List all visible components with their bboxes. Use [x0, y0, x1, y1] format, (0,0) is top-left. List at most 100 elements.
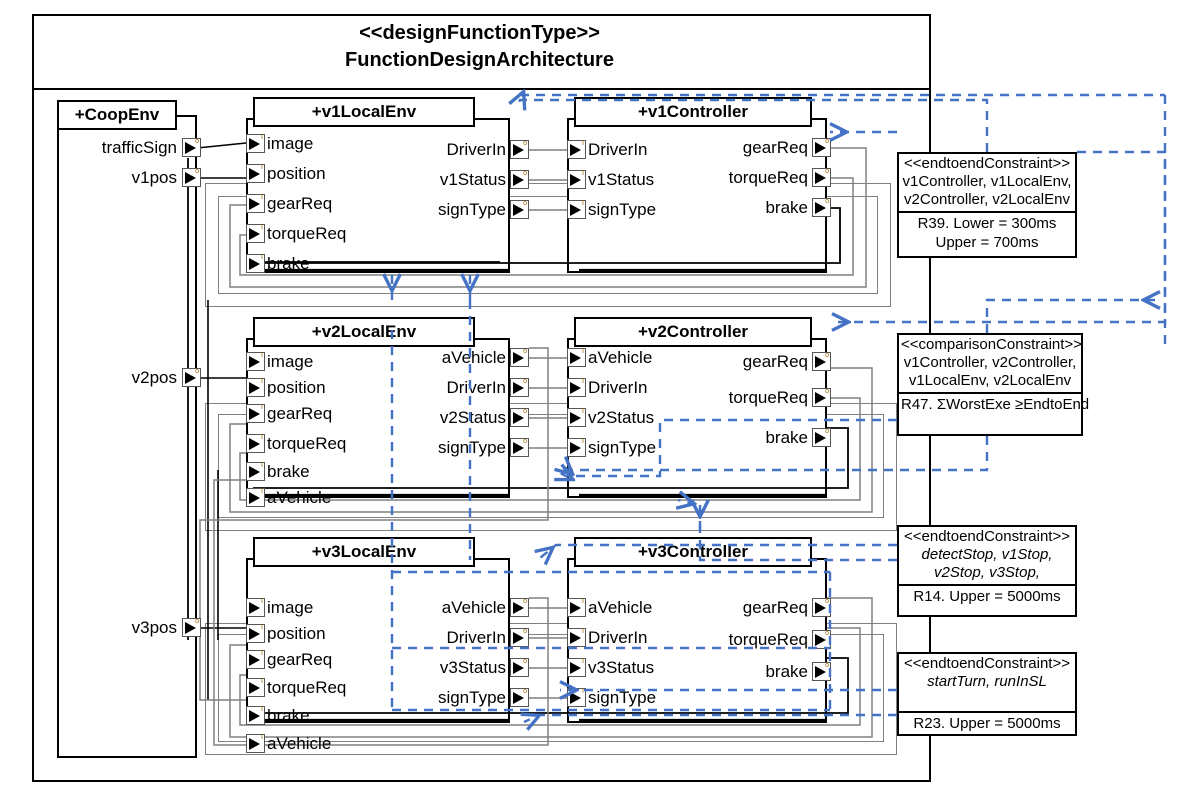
port-v3LocalEnv-in-position[interactable]: I [246, 624, 265, 643]
port-marker-input: I [582, 438, 584, 445]
port-v2LocalEnv-in-brake[interactable]: I [246, 462, 265, 481]
block-coopEnv[interactable] [57, 115, 197, 758]
port-label-v1Controller-signType: signType [588, 200, 657, 219]
port-label-v1LocalEnv-gearReq: gearReq [267, 194, 333, 213]
constraint-r47-header: <<comparisonConstraint>> v1Controller, v… [899, 335, 1082, 392]
port-v2Controller-in-signType[interactable]: I [567, 438, 586, 457]
port-label-v1LocalEnv-brake: brake [267, 254, 310, 273]
port-v2Controller-out-gearReq[interactable]: o [812, 352, 831, 371]
port-v1LocalEnv-out-v1Status[interactable]: o [510, 170, 529, 189]
port-coopEnv-out-v2pos[interactable]: o [182, 368, 201, 387]
port-v2LocalEnv-out-v2Status[interactable]: o [510, 408, 529, 427]
constraint-box-r14[interactable]: <<endtoendConstraint>> detectStop, v1Sto… [897, 525, 1077, 617]
block-coopEnv-title: +CoopEnv [57, 100, 177, 130]
port-v3LocalEnv-in-torqueReq[interactable]: I [246, 678, 265, 697]
constraint-r47-element-1: v1LocalEnv, v2LocalEnv [908, 372, 1072, 389]
port-marker-output: o [523, 438, 527, 445]
port-label-v2Controller-brake: brake [765, 428, 808, 447]
v2LocalEnv-title-text: +v2LocalEnv [311, 322, 417, 341]
port-v2Controller-in-v2Status[interactable]: I [567, 408, 586, 427]
port-label-v3Controller-gearReq: gearReq [742, 598, 808, 617]
port-v1LocalEnv-in-position[interactable]: I [246, 164, 265, 183]
port-v1Controller-in-DriverIn[interactable]: I [567, 140, 586, 159]
port-marker-output: o [523, 378, 527, 385]
port-v3Controller-out-torqueReq[interactable]: o [812, 630, 831, 649]
port-coopEnv-out-v1pos[interactable]: o [182, 168, 201, 187]
port-v1LocalEnv-out-DriverIn[interactable]: o [510, 140, 529, 159]
port-v2Controller-in-DriverIn[interactable]: I [567, 378, 586, 397]
port-label-v2Controller-signType: signType [588, 438, 657, 457]
port-coopEnv-out-v3pos[interactable]: o [182, 618, 201, 637]
constraint-r23-value-0: R23. Upper = 5000ms [913, 715, 1061, 732]
port-label-v1LocalEnv-DriverIn: DriverIn [446, 140, 506, 159]
port-v3Controller-in-signType[interactable]: I [567, 688, 586, 707]
constraint-r39-value-0: R39. Lower = 300ms [917, 215, 1057, 232]
port-label-v3Controller-aVehicle: aVehicle [588, 598, 653, 617]
port-v3LocalEnv-in-gearReq[interactable]: I [246, 650, 265, 669]
constraint-r23-element-0: startTurn, runInSL [927, 673, 1047, 690]
port-v1Controller-in-signType[interactable]: I [567, 200, 586, 219]
port-label-v2LocalEnv-torqueReq: torqueReq [267, 434, 347, 453]
port-marker-input: I [261, 254, 263, 261]
port-v3LocalEnv-in-aVehicle[interactable]: I [246, 734, 265, 753]
port-v3Controller-in-aVehicle[interactable]: I [567, 598, 586, 617]
port-v2LocalEnv-in-aVehicle[interactable]: I [246, 488, 265, 507]
port-v3Controller-in-DriverIn[interactable]: I [567, 628, 586, 647]
port-marker-input: I [261, 404, 263, 411]
port-label-v2Controller-gearReq: gearReq [742, 352, 808, 371]
port-v2LocalEnv-in-gearReq[interactable]: I [246, 404, 265, 423]
port-v2LocalEnv-in-torqueReq[interactable]: I [246, 434, 265, 453]
port-v2Controller-out-brake[interactable]: o [812, 428, 831, 447]
port-marker-output: o [825, 662, 829, 669]
port-label-v2pos: v2pos [131, 368, 177, 387]
port-label-v1Controller-DriverIn: DriverIn [588, 140, 648, 159]
port-coopEnv-out-trafficSign[interactable]: o [182, 138, 201, 157]
constraint-box-r47[interactable]: <<comparisonConstraint>> v1Controller, v… [897, 333, 1089, 436]
constraint-box-r23[interactable]: <<endtoendConstraint>> startTurn, runInS… [897, 652, 1077, 736]
port-marker-input: I [582, 348, 584, 355]
port-v3Controller-in-v3Status[interactable]: I [567, 658, 586, 677]
port-v1LocalEnv-out-signType[interactable]: o [510, 200, 529, 219]
port-v3LocalEnv-in-brake[interactable]: I [246, 706, 265, 725]
port-v1LocalEnv-in-gearReq[interactable]: I [246, 194, 265, 213]
port-marker-output: o [523, 200, 527, 207]
port-marker-output: o [195, 168, 199, 175]
port-label-v3LocalEnv-image: image [267, 598, 314, 617]
port-v1LocalEnv-in-brake[interactable]: I [246, 254, 265, 273]
port-v3Controller-out-gearReq[interactable]: o [812, 598, 831, 617]
port-v1Controller-in-v1Status[interactable]: I [567, 170, 586, 189]
port-label-v2LocalEnv-aVehicle: aVehicle [267, 488, 332, 507]
port-label-trafficSign: trafficSign [101, 138, 177, 157]
port-v2LocalEnv-out-DriverIn[interactable]: o [510, 378, 529, 397]
port-v1Controller-out-torqueReq[interactable]: o [812, 168, 831, 187]
port-v1Controller-out-brake[interactable]: o [812, 198, 831, 217]
port-v3LocalEnv-out-DriverIn[interactable]: o [510, 628, 529, 647]
port-v3LocalEnv-out-aVehicle[interactable]: o [510, 598, 529, 617]
constraint-r39-values: R39. Lower = 300ms Upper = 700ms [899, 213, 1075, 254]
port-label-v3LocalEnv-gearReq: gearReq [267, 650, 333, 669]
port-v2Controller-out-torqueReq[interactable]: o [812, 388, 831, 407]
port-v3LocalEnv-out-v3Status[interactable]: o [510, 658, 529, 677]
port-v3LocalEnv-out-signType[interactable]: o [510, 688, 529, 707]
port-label-v2LocalEnv-out-DriverIn: DriverIn [446, 378, 506, 397]
port-v3LocalEnv-in-image[interactable]: I [246, 598, 265, 617]
port-v3Controller-out-brake[interactable]: o [812, 662, 831, 681]
constraint-r14-header: <<endtoendConstraint>> detectStop, v1Sto… [899, 527, 1075, 584]
v2Controller-title-text: +v2Controller [637, 322, 749, 341]
constraint-box-r39[interactable]: <<endtoendConstraint>> v1Controller, v1L… [897, 152, 1077, 258]
port-v2LocalEnv-in-position[interactable]: I [246, 378, 265, 397]
port-v1LocalEnv-in-torqueReq[interactable]: I [246, 224, 265, 243]
port-label-v1LocalEnv-torqueReq: torqueReq [267, 224, 347, 243]
constraint-r14-element-0: detectStop, v1Stop, [921, 546, 1053, 563]
port-v2LocalEnv-out-signType[interactable]: o [510, 438, 529, 457]
port-v2LocalEnv-out-aVehicle[interactable]: o [510, 348, 529, 367]
port-marker-output: o [523, 688, 527, 695]
port-label-v1pos: v1pos [131, 168, 177, 187]
port-marker-input: I [582, 140, 584, 147]
port-v1Controller-out-gearReq[interactable]: o [812, 138, 831, 157]
port-v2LocalEnv-in-image[interactable]: I [246, 352, 265, 371]
port-label-v3LocalEnv-out-signType: signType [437, 688, 506, 707]
port-v2Controller-in-aVehicle[interactable]: I [567, 348, 586, 367]
port-v1LocalEnv-in-image[interactable]: I [246, 134, 265, 153]
